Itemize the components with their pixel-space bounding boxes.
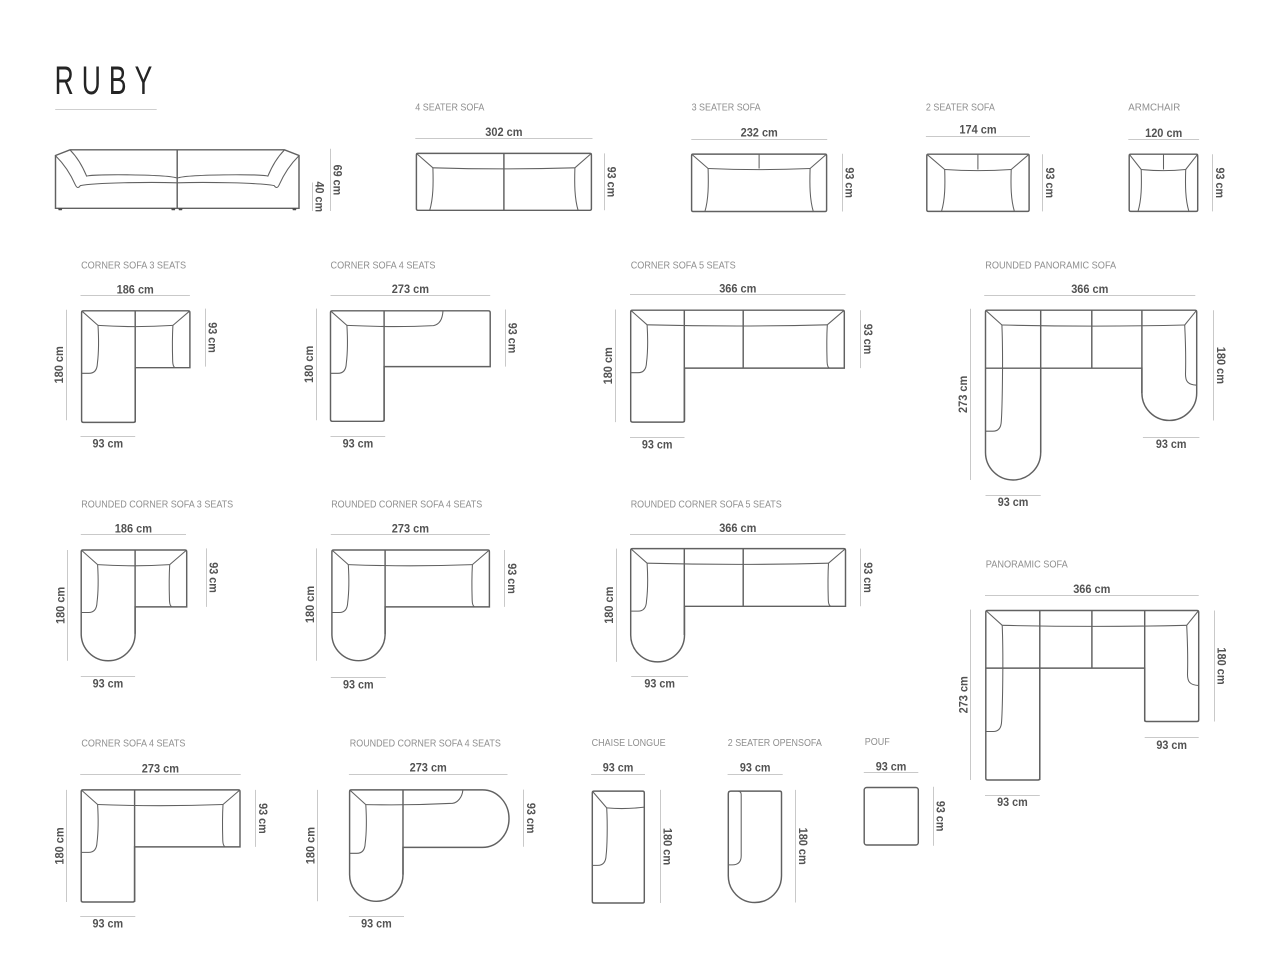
svg-text:180 cm: 180 cm: [302, 346, 316, 383]
svg-text:180 cm: 180 cm: [1214, 647, 1228, 684]
svg-text:RUBY: RUBY: [55, 59, 161, 103]
svg-text:186 cm: 186 cm: [117, 282, 154, 296]
svg-text:180 cm: 180 cm: [52, 346, 66, 383]
svg-text:93 cm: 93 cm: [93, 916, 124, 930]
svg-text:93 cm: 93 cm: [1156, 738, 1187, 752]
svg-text:ROUNDED CORNER SOFA 4 SEATS: ROUNDED CORNER SOFA 4 SEATS: [331, 499, 482, 510]
svg-text:93 cm: 93 cm: [861, 324, 875, 355]
svg-text:180 cm: 180 cm: [602, 587, 616, 624]
svg-text:POUF: POUF: [865, 737, 890, 748]
svg-text:40 cm: 40 cm: [313, 182, 327, 213]
svg-text:273 cm: 273 cm: [392, 521, 429, 535]
svg-text:93 cm: 93 cm: [876, 759, 907, 773]
svg-text:366 cm: 366 cm: [719, 521, 756, 535]
svg-text:PANORAMIC SOFA: PANORAMIC SOFA: [986, 560, 1068, 571]
svg-text:273 cm: 273 cm: [956, 376, 970, 413]
svg-text:273 cm: 273 cm: [392, 282, 429, 296]
svg-text:CORNER SOFA 3 SEATS: CORNER SOFA 3 SEATS: [81, 260, 186, 271]
svg-text:93 cm: 93 cm: [603, 761, 634, 775]
svg-text:273 cm: 273 cm: [410, 761, 447, 775]
svg-text:180 cm: 180 cm: [303, 586, 317, 623]
svg-text:93 cm: 93 cm: [1043, 167, 1057, 198]
svg-text:93 cm: 93 cm: [206, 562, 220, 593]
svg-text:CHAISE LONGUE: CHAISE LONGUE: [592, 738, 666, 749]
svg-text:2 SEATER SOFA: 2 SEATER SOFA: [926, 102, 995, 113]
svg-text:4 SEATER SOFA: 4 SEATER SOFA: [415, 102, 484, 113]
svg-text:180 cm: 180 cm: [796, 828, 810, 865]
svg-text:93 cm: 93 cm: [93, 677, 124, 691]
svg-text:ROUNDED CORNER SOFA 3 SEATS: ROUNDED CORNER SOFA 3 SEATS: [81, 499, 233, 510]
svg-text:273 cm: 273 cm: [142, 761, 179, 775]
svg-text:232 cm: 232 cm: [741, 126, 778, 140]
svg-text:93 cm: 93 cm: [343, 437, 374, 451]
svg-text:93 cm: 93 cm: [361, 916, 392, 930]
svg-text:180 cm: 180 cm: [660, 828, 674, 865]
svg-text:366 cm: 366 cm: [1071, 282, 1108, 296]
svg-text:93 cm: 93 cm: [343, 677, 374, 691]
svg-text:180 cm: 180 cm: [53, 587, 67, 624]
svg-text:93 cm: 93 cm: [934, 801, 948, 832]
svg-text:CORNER SOFA 4 SEATS: CORNER SOFA 4 SEATS: [81, 739, 185, 750]
svg-text:ROUNDED PANORAMIC SOFA: ROUNDED PANORAMIC SOFA: [985, 260, 1116, 271]
svg-text:ARMCHAIR: ARMCHAIR: [1128, 102, 1180, 113]
svg-text:93 cm: 93 cm: [524, 803, 538, 834]
svg-text:93 cm: 93 cm: [93, 437, 124, 451]
svg-text:302 cm: 302 cm: [485, 125, 522, 139]
svg-text:CORNER SOFA 4 SEATS: CORNER SOFA 4 SEATS: [331, 260, 436, 271]
svg-text:180 cm: 180 cm: [53, 827, 67, 864]
svg-text:273 cm: 273 cm: [957, 676, 971, 713]
svg-text:93 cm: 93 cm: [205, 322, 219, 353]
svg-text:2 SEATER OPENSOFA: 2 SEATER OPENSOFA: [728, 738, 822, 749]
svg-text:3 SEATER SOFA: 3 SEATER SOFA: [692, 102, 761, 113]
svg-text:93 cm: 93 cm: [998, 495, 1029, 509]
svg-text:93 cm: 93 cm: [642, 438, 673, 452]
svg-text:93 cm: 93 cm: [505, 563, 519, 594]
svg-text:180 cm: 180 cm: [601, 347, 615, 384]
svg-text:186 cm: 186 cm: [115, 521, 152, 535]
svg-text:93 cm: 93 cm: [605, 167, 619, 198]
svg-text:93 cm: 93 cm: [740, 761, 771, 775]
svg-text:180 cm: 180 cm: [1214, 347, 1228, 384]
svg-text:93 cm: 93 cm: [861, 562, 875, 593]
svg-text:ROUNDED CORNER SOFA 5 SEATS: ROUNDED CORNER SOFA 5 SEATS: [631, 499, 782, 510]
svg-text:120 cm: 120 cm: [1145, 126, 1182, 140]
svg-text:93 cm: 93 cm: [1213, 167, 1227, 198]
svg-text:69 cm: 69 cm: [331, 165, 345, 196]
svg-text:174 cm: 174 cm: [959, 123, 996, 137]
svg-text:93 cm: 93 cm: [644, 676, 675, 690]
svg-text:93 cm: 93 cm: [1156, 437, 1187, 451]
svg-text:180 cm: 180 cm: [303, 827, 317, 864]
svg-text:366 cm: 366 cm: [719, 281, 756, 295]
svg-text:CORNER SOFA 5 SEATS: CORNER SOFA 5 SEATS: [631, 260, 736, 271]
svg-text:366 cm: 366 cm: [1073, 582, 1110, 596]
svg-text:93 cm: 93 cm: [256, 803, 270, 834]
svg-text:93 cm: 93 cm: [997, 795, 1028, 809]
svg-text:93 cm: 93 cm: [842, 167, 856, 198]
svg-text:93 cm: 93 cm: [506, 323, 520, 354]
svg-text:ROUNDED CORNER SOFA 4 SEATS: ROUNDED CORNER SOFA 4 SEATS: [350, 739, 501, 750]
